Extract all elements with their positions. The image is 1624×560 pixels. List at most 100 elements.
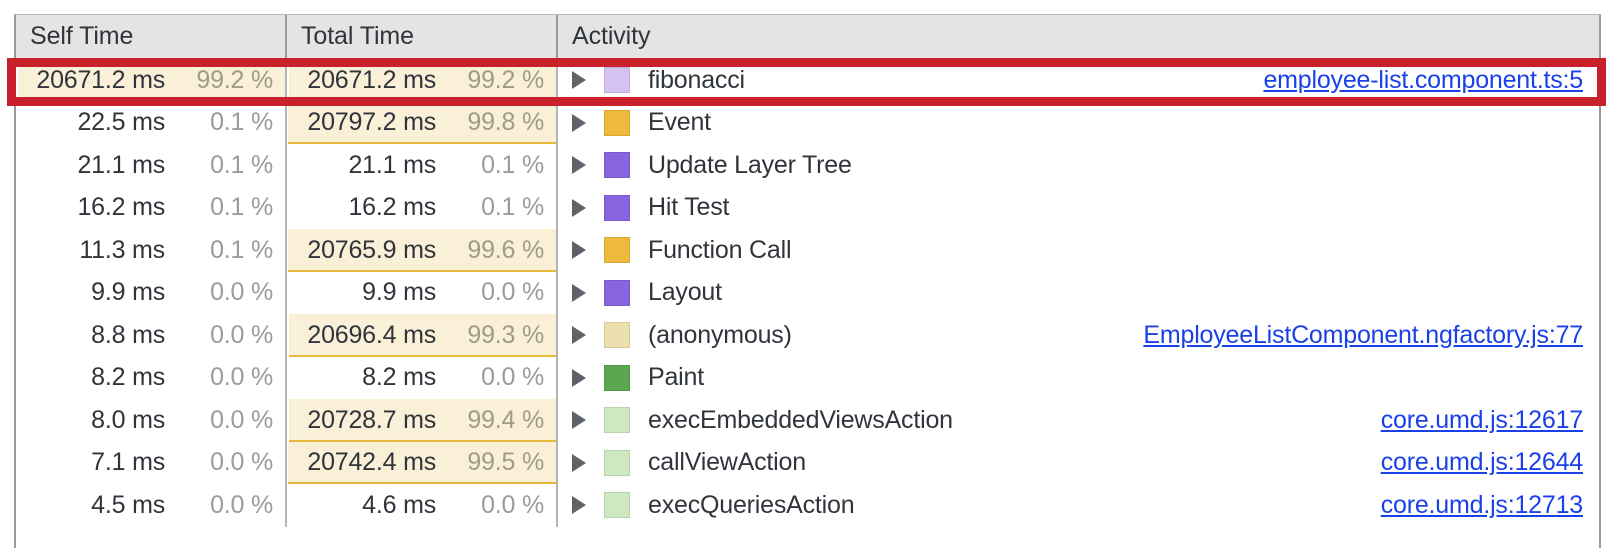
proportion-bar xyxy=(288,441,556,484)
self-time-value: 8.2 ms xyxy=(91,363,165,392)
total-time-value: 20765.9 ms xyxy=(307,235,436,264)
source-location-link[interactable]: employee-list.component.ts:5 xyxy=(1263,65,1583,94)
expand-triangle-icon[interactable] xyxy=(572,368,586,387)
source-location-link[interactable]: core.umd.js:12644 xyxy=(1380,448,1583,477)
expand-triangle-icon[interactable] xyxy=(572,113,586,132)
expand-triangle-icon[interactable] xyxy=(572,156,586,175)
cell-activity[interactable]: Hit Test xyxy=(558,187,1599,230)
activity-name: Event xyxy=(648,108,711,137)
activity-name: Hit Test xyxy=(648,193,730,222)
activity-name: execQueriesAction xyxy=(648,490,855,519)
activity-name: Layout xyxy=(648,278,722,307)
cell-activity[interactable]: execQueriesAction core.umd.js:12713 xyxy=(558,484,1599,527)
expand-triangle-icon[interactable] xyxy=(572,241,586,260)
self-time-value: 22.5 ms xyxy=(77,108,165,137)
amber-swatch xyxy=(604,237,630,264)
total-time-value: 20797.2 ms xyxy=(307,108,436,137)
cell-activity[interactable]: Function Call xyxy=(558,229,1599,272)
expand-triangle-icon[interactable] xyxy=(572,453,586,472)
profiler-table: Self Time Total Time Activity 20671.2 ms… xyxy=(14,14,1601,548)
self-time-value: 16.2 ms xyxy=(77,193,165,222)
cell-activity[interactable]: Paint xyxy=(558,357,1599,400)
cell-activity[interactable]: Layout xyxy=(558,272,1599,315)
cell-self-time[interactable]: 4.5 ms 0.0 % xyxy=(16,484,287,527)
column-header-activity[interactable]: Activity xyxy=(572,22,651,50)
expand-triangle-icon[interactable] xyxy=(572,283,586,302)
cell-activity[interactable]: (anonymous)EmployeeListComponent.ngfacto… xyxy=(558,314,1599,357)
cell-activity[interactable]: Update Layer Tree xyxy=(558,144,1599,187)
cell-activity[interactable]: Event xyxy=(558,102,1599,145)
source-location-link[interactable]: core.umd.js:12713 xyxy=(1380,490,1583,519)
self-time-percent: 0.0 % xyxy=(210,490,273,519)
expand-triangle-icon[interactable] xyxy=(572,496,586,515)
light-purple-swatch xyxy=(604,67,630,94)
total-time-percent: 0.0 % xyxy=(481,490,544,519)
green-swatch xyxy=(604,364,630,391)
self-time-percent: 0.1 % xyxy=(210,150,273,179)
self-time-value: 8.8 ms xyxy=(91,320,165,349)
self-time-value: 4.5 ms xyxy=(91,490,165,519)
expand-triangle-icon[interactable] xyxy=(572,411,586,430)
self-time-percent: 0.0 % xyxy=(210,448,273,477)
expand-triangle-icon[interactable] xyxy=(572,326,586,345)
total-time-percent: 0.0 % xyxy=(481,363,544,392)
table-header-row: Self Time Total Time Activity xyxy=(16,15,1599,59)
column-header-total-time[interactable]: Total Time xyxy=(287,15,558,58)
proportion-bar xyxy=(288,314,556,357)
column-header-self-time[interactable]: Self Time xyxy=(16,15,287,58)
source-location-link[interactable]: EmployeeListComponent.ngfactory.js:77 xyxy=(1143,320,1583,349)
total-time-value: 20742.4 ms xyxy=(307,448,436,477)
self-time-percent: 0.0 % xyxy=(210,278,273,307)
self-time-value: 9.9 ms xyxy=(91,278,165,307)
expand-triangle-icon[interactable] xyxy=(572,198,586,217)
total-time-percent: 99.4 % xyxy=(467,405,544,434)
cell-self-time[interactable]: 9.9 ms 0.0 % xyxy=(16,271,287,314)
expand-triangle-icon[interactable] xyxy=(572,71,586,90)
self-time-value: 8.0 ms xyxy=(91,405,165,434)
source-location-link[interactable]: core.umd.js:12617 xyxy=(1380,405,1583,434)
purple-swatch xyxy=(604,194,630,221)
